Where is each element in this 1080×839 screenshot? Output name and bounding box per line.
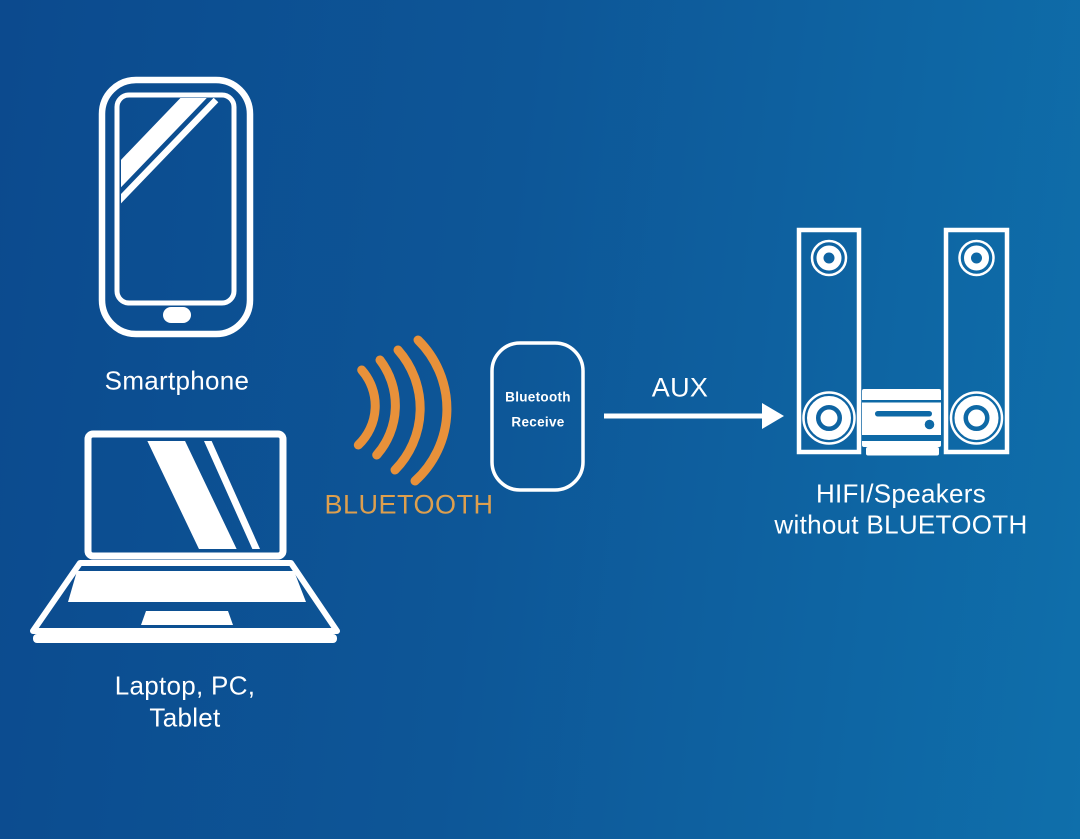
right-arrow-icon (604, 403, 784, 429)
receiver-label-line2: Receive (511, 414, 565, 430)
smartphone-screen-glare (121, 98, 219, 209)
smartphone-home-button (163, 307, 191, 323)
laptop-screen-glare (144, 441, 266, 549)
wireless-waves-icon (353, 335, 452, 486)
laptop-screen (84, 430, 287, 560)
right-speaker-cabinet (943, 227, 1010, 455)
receiver-label-line1: Bluetooth (505, 389, 571, 405)
laptop-keyboard (68, 571, 306, 602)
receiver-box-icon (490, 341, 585, 492)
left-tweeter (810, 239, 848, 277)
smartphone-label: Smartphone (104, 365, 250, 396)
bluetooth-label: BLUETOOTH (324, 489, 494, 520)
aux-label: AUX (651, 372, 709, 403)
speakers-label-line1: HIFI/Speakers (815, 478, 987, 509)
right-woofer (949, 391, 1004, 445)
smartphone-screen (114, 92, 237, 306)
hifi-speakers-icon (796, 227, 1010, 456)
laptop-touchpad (141, 611, 233, 625)
laptop-label-line2: Tablet (149, 702, 221, 733)
laptop-icon (30, 430, 340, 643)
smartphone-icon (98, 76, 254, 338)
laptop-label-line1: Laptop, PC, (114, 670, 256, 701)
laptop-front-lip (33, 634, 337, 643)
amplifier-unit (862, 389, 941, 456)
left-speaker-cabinet (796, 227, 862, 455)
right-tweeter (958, 239, 995, 277)
left-woofer (802, 391, 856, 445)
speakers-label-line2: without BLUETOOTH (774, 509, 1028, 540)
laptop-base (30, 560, 340, 634)
smartphone-body (98, 76, 254, 338)
